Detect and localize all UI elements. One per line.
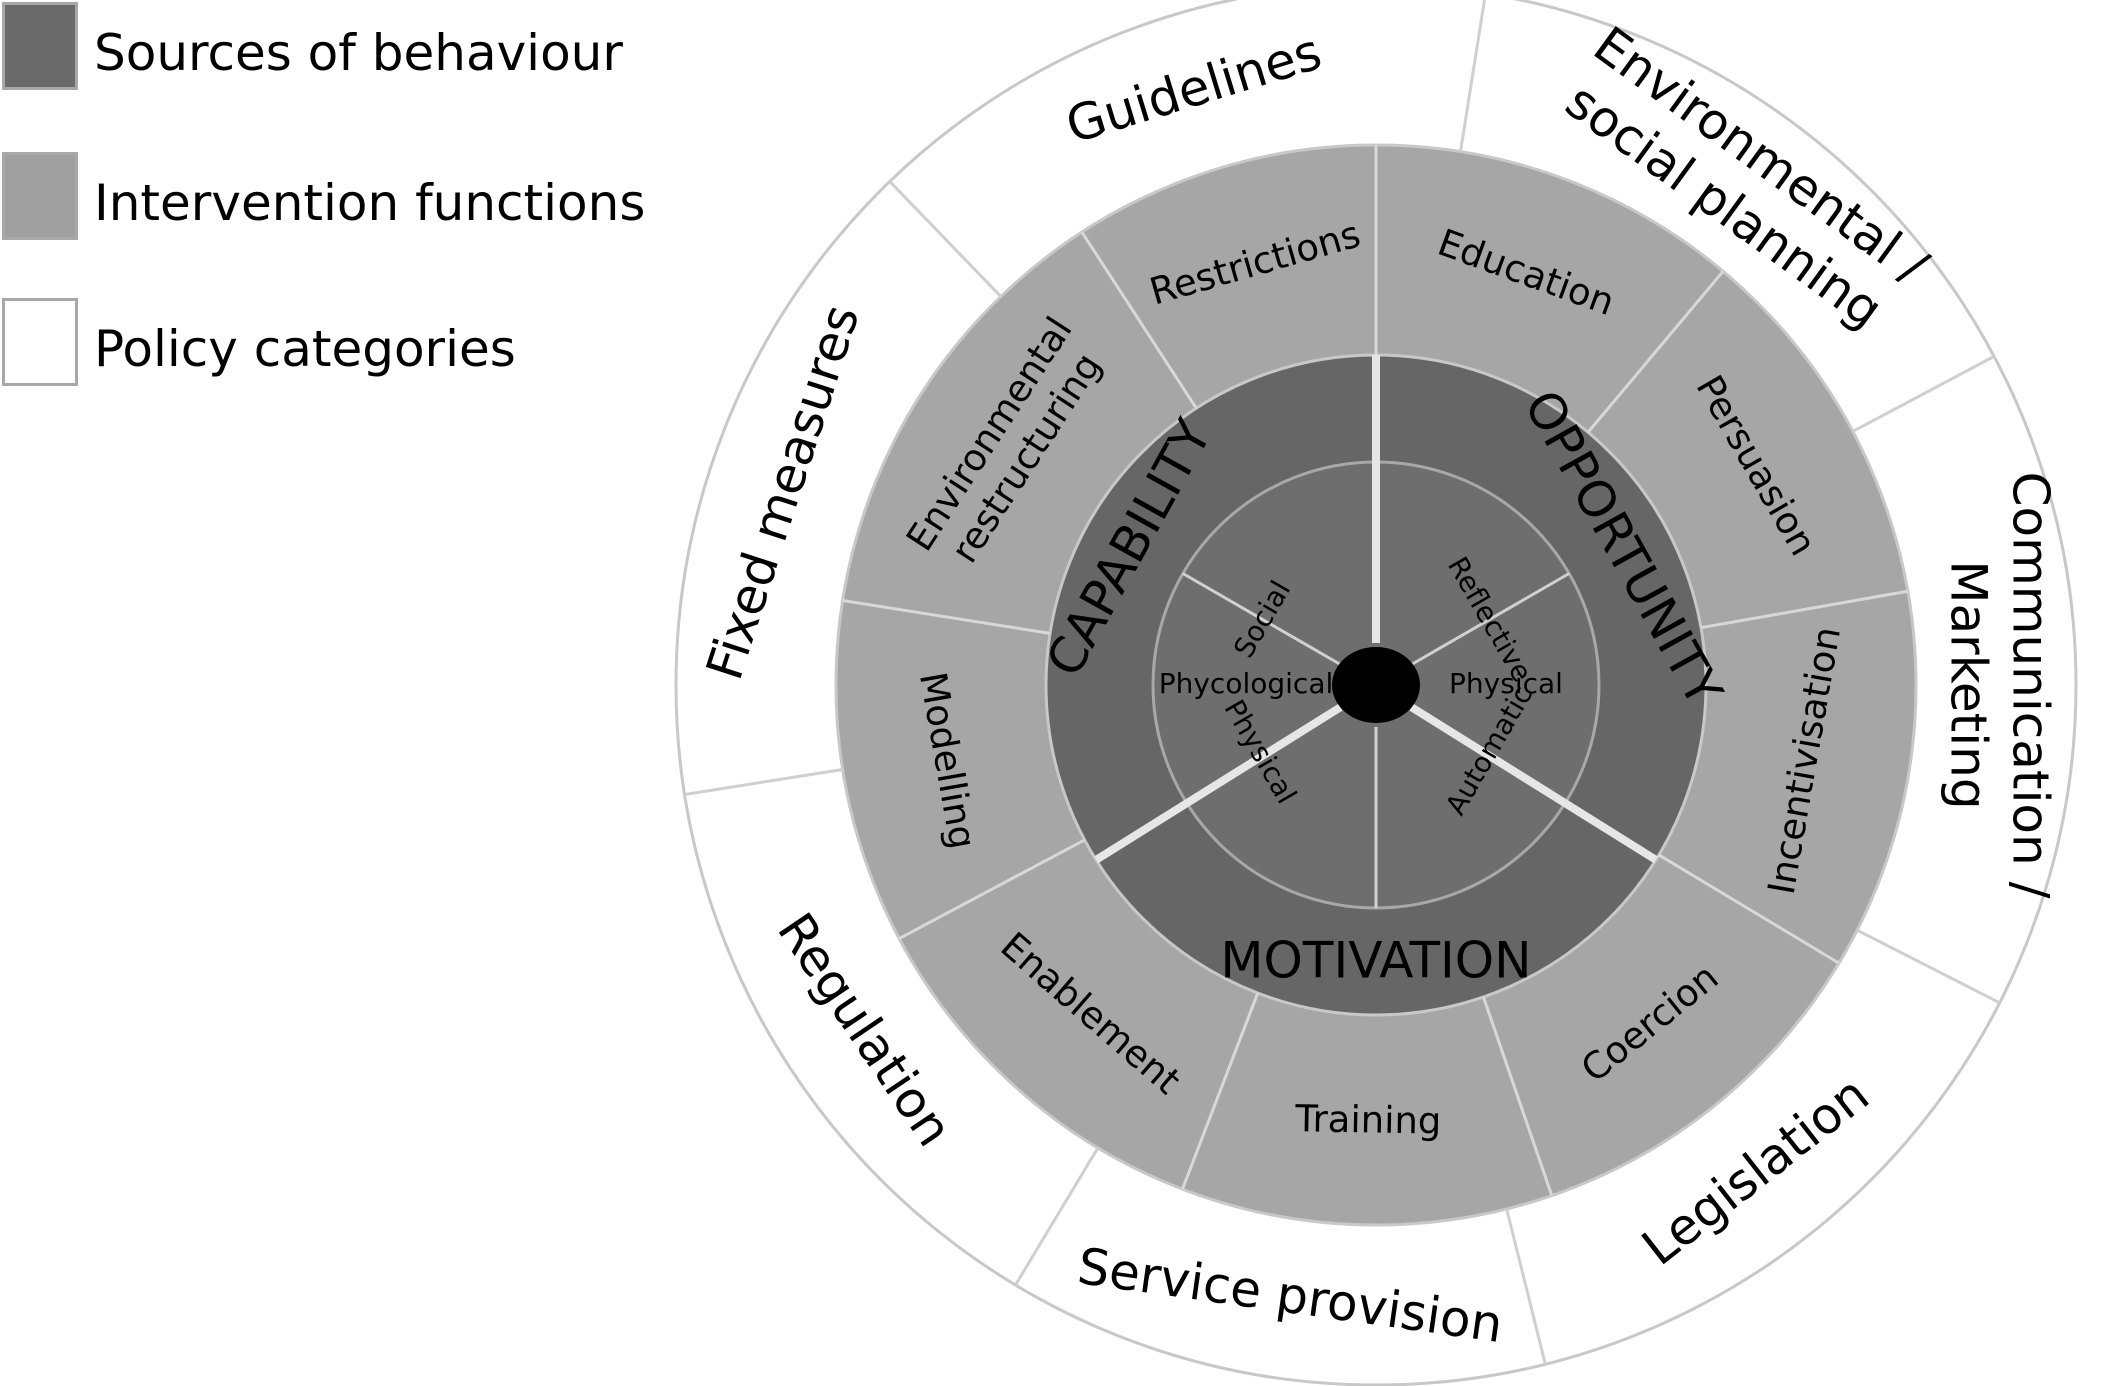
policy-label: Communication /Marketing xyxy=(1940,472,2060,899)
intervention-divider xyxy=(1658,853,1840,965)
legend-swatch-policies xyxy=(2,298,78,386)
sub-component-label: Physical xyxy=(1449,667,1563,700)
legend-label-sources: Sources of behaviour xyxy=(94,24,623,82)
sub-divider xyxy=(1411,572,1570,666)
legend-label-interventions: Intervention functions xyxy=(94,174,646,232)
intervention-divider xyxy=(1482,996,1554,1197)
policy-label-line: Communication / xyxy=(2002,472,2060,899)
legend-item-interventions: Intervention functions xyxy=(0,152,700,252)
policy-divider xyxy=(1505,1208,1547,1365)
policy-divider xyxy=(888,180,1002,298)
policy-divider xyxy=(1852,355,1995,433)
policy-label-line: Marketing xyxy=(1940,560,1998,809)
intervention-divider xyxy=(898,838,1086,940)
intervention-divider xyxy=(1080,231,1198,410)
policy-divider xyxy=(1014,1147,1100,1286)
source-divider xyxy=(1409,703,1658,864)
legend-item-sources: Sources of behaviour xyxy=(0,2,700,102)
source-divider xyxy=(1094,703,1343,864)
intervention-divider xyxy=(842,599,1051,635)
hub-center xyxy=(1332,647,1420,723)
sub-component-label: Phycological xyxy=(1159,667,1334,700)
legend-item-policies: Policy categories xyxy=(0,298,700,398)
intervention-divider xyxy=(1181,992,1260,1190)
policy-divider xyxy=(684,767,843,796)
intervention-label: Training xyxy=(1294,1097,1442,1143)
legend-swatch-sources xyxy=(2,2,78,90)
policy-divider xyxy=(1856,928,2001,1005)
legend-label-policies: Policy categories xyxy=(94,320,516,378)
intervention-divider xyxy=(1700,589,1909,630)
source-label: MOTIVATION xyxy=(1220,932,1531,990)
legend-swatch-interventions xyxy=(2,152,78,240)
intervention-divider xyxy=(1586,270,1725,434)
sub-divider xyxy=(1182,572,1341,666)
policy-divider xyxy=(1458,0,1487,152)
